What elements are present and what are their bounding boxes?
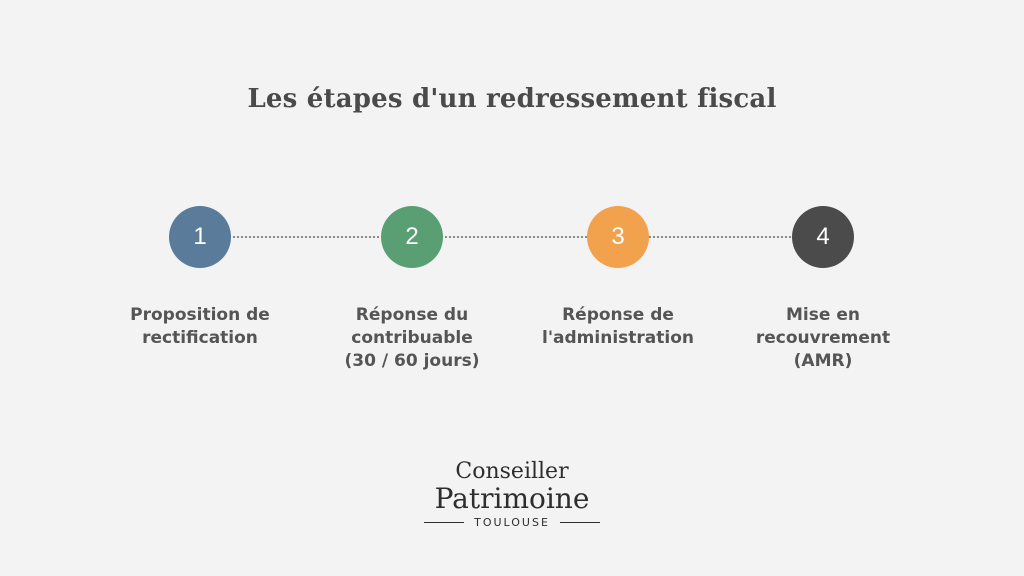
step-2: 2 Réponse du contribuable (30 / 60 jours…: [322, 206, 502, 373]
step-2-number: 2: [405, 223, 419, 250]
step-1-circle: 1: [169, 206, 231, 268]
logo-tagline: TOULOUSE: [0, 516, 1024, 529]
logo-rule-right: [559, 522, 600, 523]
step-3-label: Réponse de l'administration: [542, 305, 694, 348]
step-2-circle: 2: [381, 206, 443, 268]
step-1-number: 1: [193, 223, 207, 250]
diagram-title: Les étapes d'un redressement fiscal: [247, 84, 777, 114]
logo-line-3: TOULOUSE: [474, 516, 550, 529]
step-4-number: 4: [816, 223, 830, 250]
logo-rule-left: [424, 522, 465, 523]
logo-line-1: Conseiller: [455, 459, 569, 484]
step-1-label: Proposition de rectification: [130, 305, 270, 348]
brand-logo: Conseiller Patrimoine TOULOUSE: [0, 460, 1024, 529]
step-4: 4 Mise en recouvrement (AMR): [733, 206, 913, 373]
logo-line-2: Patrimoine: [434, 482, 590, 515]
step-3: 3 Réponse de l'administration: [528, 206, 708, 350]
step-3-circle: 3: [587, 206, 649, 268]
step-1: 1 Proposition de rectification: [110, 206, 290, 350]
step-3-number: 3: [611, 223, 625, 250]
step-4-circle: 4: [792, 206, 854, 268]
step-4-label: Mise en recouvrement (AMR): [755, 305, 891, 371]
dotted-connector: [200, 236, 823, 238]
step-2-label: Réponse du contribuable (30 / 60 jours): [344, 305, 480, 371]
